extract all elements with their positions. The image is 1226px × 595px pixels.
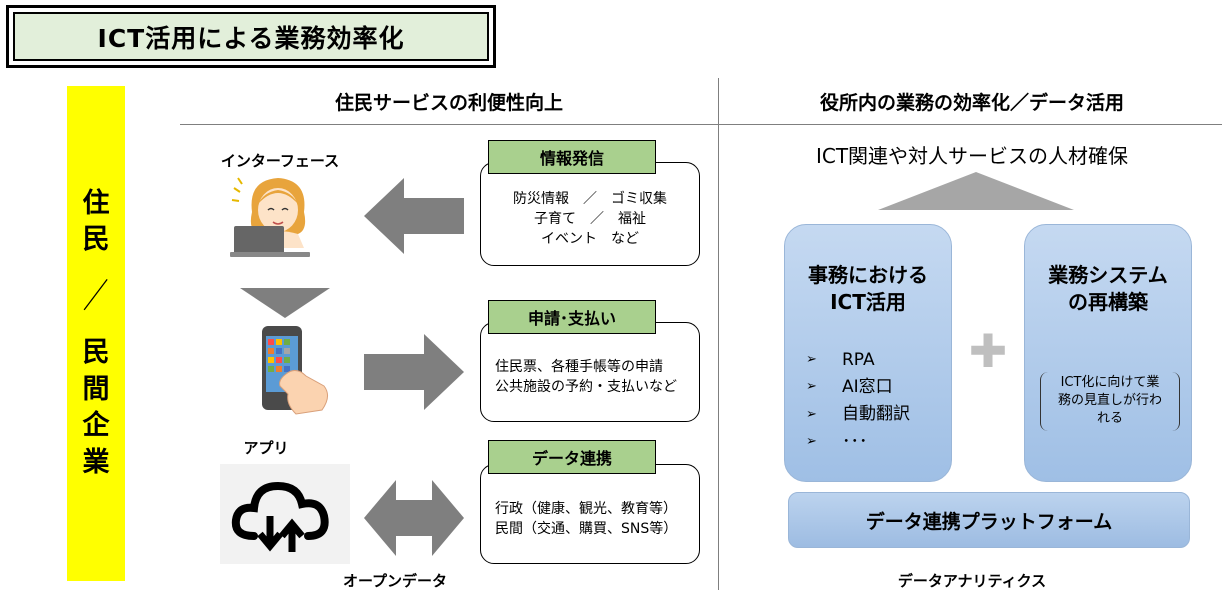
- info-line: 住民票、各種手帳等の申請: [495, 358, 663, 375]
- info-box-data-link: 行政（健康、観光、教育等） 民間（交通、購買、SNS等）: [480, 464, 700, 564]
- caption-app: アプリ: [243, 439, 289, 457]
- panel-a-title-line: ICT活用: [830, 290, 906, 314]
- bullet-item: ➢ AI窓口: [806, 374, 946, 401]
- caption-interface: インターフェース: [220, 152, 340, 170]
- caption-analytics: データアナリティクス: [897, 572, 1047, 590]
- panel-b-title-line: 業務システム: [1048, 263, 1168, 287]
- person-laptop-icon: [230, 177, 310, 257]
- panel-office-ict: [784, 224, 952, 482]
- plus-icon: ✚: [968, 324, 1008, 378]
- bullet-marker-icon: ➢: [806, 406, 817, 422]
- left-heading: 住民サービスの利便性向上: [334, 92, 563, 114]
- info-line: 防災情報 ／ ゴミ収集: [513, 190, 667, 207]
- info-line: イベント など: [541, 231, 639, 248]
- bullet-marker-icon: ➢: [806, 379, 817, 395]
- side-char: 民: [82, 224, 110, 256]
- panel-b-title: 業務システム の再構築: [1024, 262, 1192, 316]
- center-divider: [718, 78, 719, 590]
- data-platform-bar: データ連携プラットフォーム: [788, 492, 1190, 548]
- caption-open-data: オープンデータ: [342, 572, 448, 590]
- left-arrow-icon: [364, 178, 464, 254]
- bullet-item: ➢ ･･･: [806, 429, 946, 456]
- info-box-application: 住民票、各種手帳等の申請 公共施設の予約・支払いなど: [480, 322, 700, 422]
- stakeholder-bar: 住 民 ／ 民 間 企 業: [67, 86, 125, 581]
- panel-a-bullets: ➢ RPA ➢ AI窓口 ➢ 自動翻訳 ➢ ･･･: [806, 347, 946, 456]
- bidirectional-arrow-icon: [364, 480, 464, 556]
- label-application: 申請･支払い: [488, 300, 656, 334]
- panel-b-note: ICT化に向けて業 務の見直しが行わ れる: [1040, 372, 1180, 431]
- bullet-marker-icon: ➢: [806, 352, 817, 368]
- side-char: 住: [82, 187, 110, 219]
- bullet-text: ･･･: [842, 431, 868, 452]
- side-char: 民: [82, 337, 110, 369]
- bullet-text: RPA: [842, 350, 875, 370]
- info-line: 行政（健康、観光、教育等）: [495, 500, 677, 517]
- panel-b-title-line: の再構築: [1068, 290, 1148, 314]
- note-line: 務の見直しが行わ: [1057, 393, 1162, 409]
- side-char: 業: [82, 446, 110, 478]
- right-arrow-icon: [364, 334, 464, 410]
- heading-divider: [180, 124, 1222, 125]
- info-box-broadcast: 防災情報 ／ ゴミ収集 子育て ／ 福祉 イベント など: [480, 162, 700, 266]
- panel-system-rebuild: [1024, 224, 1192, 482]
- note-line: れる: [1096, 411, 1123, 427]
- panel-a-title-line: 事務における: [808, 263, 928, 287]
- side-char: 間: [82, 373, 110, 405]
- page-title: ICT活用による業務効率化: [13, 12, 489, 61]
- panel-a-title: 事務における ICT活用: [784, 262, 952, 316]
- bullet-text: AI窓口: [842, 377, 893, 398]
- bullet-marker-icon: ➢: [806, 433, 817, 449]
- down-triangle-icon: [240, 288, 330, 318]
- info-line: 子育て ／ 福祉: [534, 210, 646, 227]
- bullet-item: ➢ RPA: [806, 347, 946, 374]
- up-triangle-icon: [878, 172, 1074, 210]
- cloud-sync-icon: [220, 464, 350, 564]
- bullet-text: 自動翻訳: [842, 404, 910, 425]
- side-char: 企: [82, 410, 110, 442]
- title-frame: ICT活用による業務効率化: [6, 5, 496, 68]
- info-line: 民間（交通、購買、SNS等）: [495, 521, 678, 537]
- bullet-item: ➢ 自動翻訳: [806, 401, 946, 428]
- talent-text: ICT関連や対人サービスの人材確保: [815, 144, 1129, 168]
- info-line: 公共施設の予約・支払いなど: [495, 379, 677, 395]
- right-heading: 役所内の業務の効率化／データ活用: [819, 92, 1124, 114]
- label-broadcast: 情報発信: [488, 140, 656, 174]
- note-line: ICT化に向けて業: [1060, 375, 1160, 390]
- label-data-link: データ連携: [488, 440, 656, 474]
- smartphone-icon: [262, 326, 328, 415]
- side-slash: ／: [78, 276, 114, 316]
